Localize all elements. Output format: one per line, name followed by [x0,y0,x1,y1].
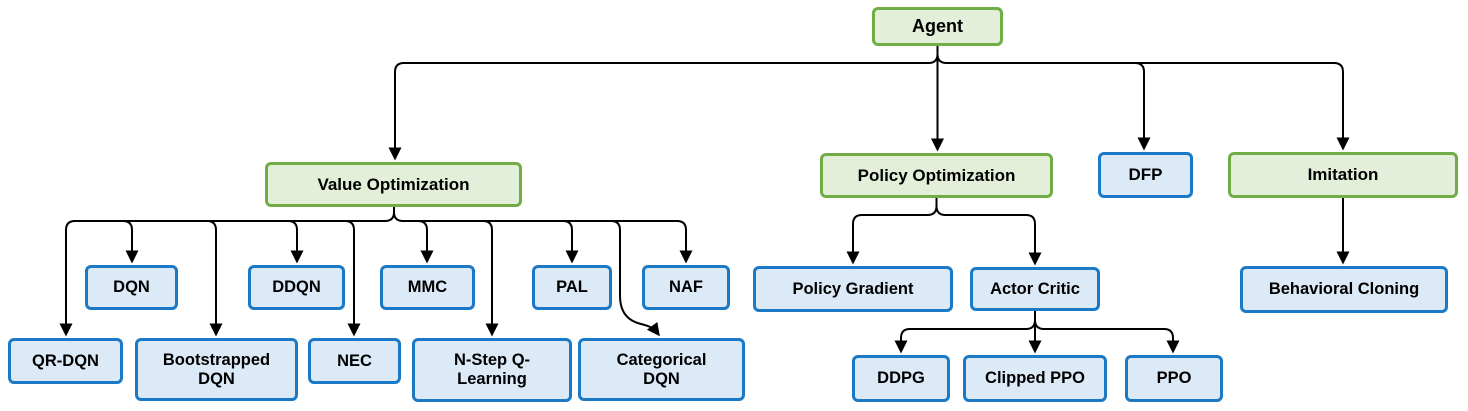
edge-value-optimization-pal [562,220,579,264]
node-dfp-label: DFP [1128,165,1163,185]
node-imitation: Imitation [1228,152,1458,198]
edge-actor-critic-ppo [1034,319,1180,354]
node-ddqn: DDQN [248,265,345,310]
node-agent: Agent [872,7,1003,46]
node-ddpg: DDPG [852,355,950,402]
node-naf: NAF [642,265,730,310]
node-actor-critic: Actor Critic [970,267,1100,311]
node-value-optimization-label: Value Optimization [317,174,470,194]
node-agent-label: Agent [912,16,963,37]
edge-agent-imitation [936,53,1350,151]
edge-value-optimization-naf [393,211,693,264]
node-mmc: MMC [380,265,475,310]
node-ddqn-label: DDQN [272,278,321,297]
edge-value-optimization-n-step-q-learning [482,220,499,337]
node-qr-dqn: QR-DQN [8,338,123,384]
node-behavioral-cloning: Behavioral Cloning [1240,266,1448,313]
node-clipped-ppo: Clipped PPO [963,355,1107,402]
node-dqn-label: DQN [113,278,150,297]
edge-value-optimization-bootstrapped-dqn [206,220,223,337]
edge-agent-dfp [1134,62,1151,151]
node-qr-dqn-label: QR-DQN [32,351,99,370]
node-imitation-label: Imitation [1307,165,1379,185]
node-nec-label: NEC [337,351,372,370]
node-categorical-dqn: Categorical DQN [578,338,745,401]
node-naf-label: NAF [669,278,703,297]
node-n-step-q-learning: N-Step Q-Learning [412,338,572,402]
edge-value-optimization-dqn [122,220,139,264]
node-bootstrapped-dqn-label: Bootstrapped DQN [162,350,271,388]
edge-value-optimization-mmc [417,220,434,264]
node-clipped-ppo-label: Clipped PPO [985,369,1085,388]
node-bootstrapped-dqn: Bootstrapped DQN [135,338,298,401]
edge-policy-optimization-policy-gradient [846,205,938,265]
node-policy-gradient-label: Policy Gradient [792,279,914,298]
node-actor-critic-label: Actor Critic [990,279,1080,298]
node-ppo: PPO [1125,355,1223,402]
node-dfp: DFP [1098,152,1193,198]
node-ppo-label: PPO [1156,369,1192,388]
node-policy-optimization-label: Policy Optimization [857,165,1016,185]
edge-value-optimization-nec [344,220,361,337]
edge-policy-optimization-actor-critic [935,205,1042,266]
node-n-step-q-learning-label: N-Step Q-Learning [453,351,531,388]
node-categorical-dqn-label: Categorical DQN [616,350,707,388]
node-policy-gradient: Policy Gradient [753,266,953,312]
node-value-optimization: Value Optimization [265,162,522,207]
node-pal-label: PAL [556,278,588,297]
node-pal: PAL [532,265,612,310]
node-policy-optimization: Policy Optimization [820,153,1053,198]
edge-actor-critic-ddpg [894,319,1036,354]
node-nec: NEC [308,338,401,384]
node-dqn: DQN [85,265,178,310]
node-behavioral-cloning-label: Behavioral Cloning [1268,280,1420,299]
node-mmc-label: MMC [407,278,448,297]
edge-agent-value-optimization [388,53,939,161]
edge-value-optimization-ddqn [287,220,304,264]
node-ddpg-label: DDPG [877,369,925,388]
